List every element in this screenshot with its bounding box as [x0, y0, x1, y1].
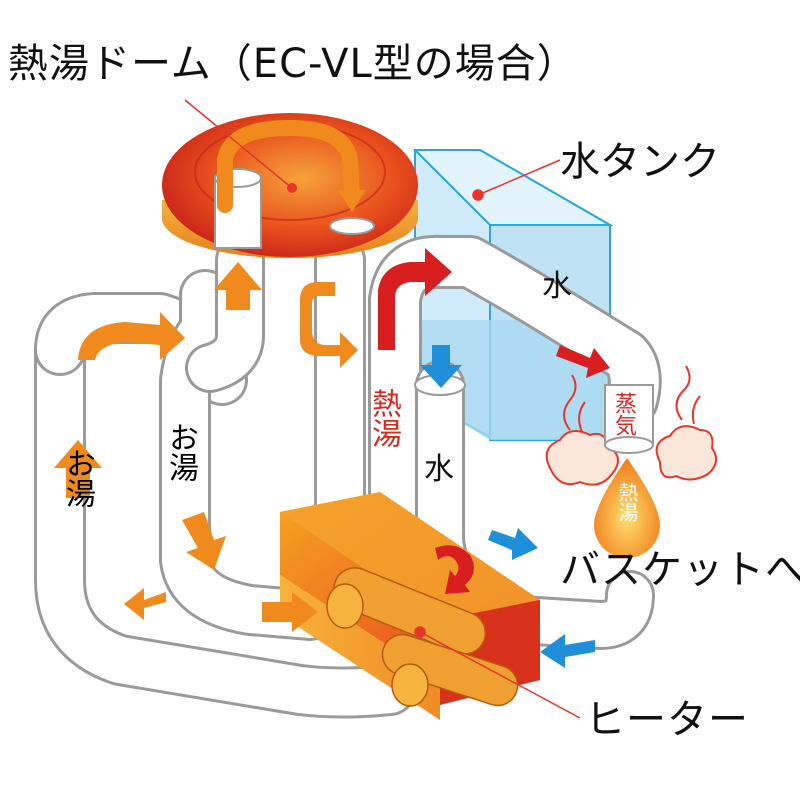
steam-outlet-pipe — [604, 384, 654, 454]
warm-water-left-label: お湯 — [60, 448, 95, 508]
hot-water-dome — [162, 99, 418, 258]
to-basket-label: バスケットへ — [560, 547, 800, 593]
hot-water-drop — [594, 458, 660, 558]
hot-water-drop-label: 熱湯 — [615, 482, 639, 522]
steam-cloud-right — [655, 365, 718, 481]
diagram-title: 熱湯ドーム（EC-VL型の場合） — [8, 41, 578, 87]
steam-label: 蒸気 — [611, 392, 636, 436]
leader-lines — [414, 159, 581, 719]
hot-water-pipe-label: 熱湯 — [366, 388, 401, 448]
warm-water-pipe-inner — [159, 235, 336, 641]
heater-block — [280, 492, 540, 720]
red-flow-arrows — [378, 248, 610, 594]
heater-label: ヒーター — [585, 697, 749, 743]
warm-water-inner-label: お湯 — [163, 422, 198, 482]
orange-flow-arrows — [54, 262, 358, 632]
tank-water-label: 水 — [542, 269, 572, 304]
water-pipe-label: 水 — [424, 452, 454, 487]
blue-flow-arrows — [420, 345, 595, 668]
water-tank-label: 水タンク — [560, 139, 720, 185]
